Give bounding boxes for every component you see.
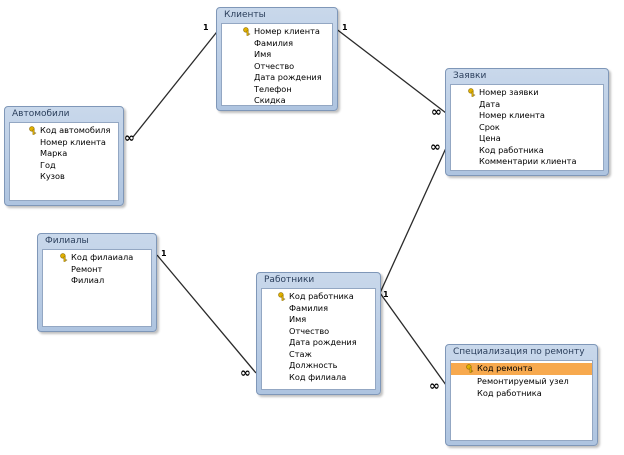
field-item[interactable]: Ремонт — [71, 263, 103, 274]
field-item[interactable]: Срок — [479, 121, 500, 132]
card-many-clients-cars: ∞ — [124, 131, 135, 146]
field-list: Код работника Фамилия Имя Отчество Дата … — [261, 288, 376, 390]
field-item[interactable]: Код филиала — [289, 371, 347, 382]
rel-branches-workers — [156, 254, 257, 374]
field-item[interactable]: Скидка — [254, 95, 286, 105]
field-item[interactable]: Номер клиента — [479, 110, 545, 120]
field-item[interactable]: Код работника — [479, 144, 544, 155]
field-label: Код филаиала — [71, 252, 134, 262]
field-item[interactable]: Цена — [479, 133, 501, 143]
field-list: Номер клиента Фамилия Имя Отчество Дата … — [221, 23, 333, 106]
field-primary-key[interactable]: Код автомобиля — [29, 125, 111, 137]
field-label: Код работника — [289, 291, 354, 301]
field-item[interactable]: Отчество — [254, 60, 295, 71]
table-specialization[interactable]: Специализация по ремонту Код ремонта Рем… — [445, 344, 598, 446]
field-item[interactable]: Год — [40, 159, 56, 170]
field-item[interactable]: Номер клиента — [40, 136, 106, 147]
card-many-workers-orders: ∞ — [430, 140, 441, 155]
field-label: Код ремонта — [477, 363, 533, 373]
field-item[interactable]: Дата рождения — [254, 72, 322, 82]
field-primary-key-selected[interactable]: Код ремонта — [451, 363, 592, 375]
table-title: Автомобили — [12, 109, 70, 119]
field-item[interactable]: Филиал — [71, 275, 105, 285]
field-list: Код автомобиля Номер клиента Марка Год К… — [9, 122, 119, 201]
table-title: Заявки — [453, 71, 487, 81]
field-primary-key[interactable]: Номер клиента — [243, 26, 320, 38]
field-item[interactable]: Имя — [289, 314, 307, 324]
card-one-clients-cars: 1 — [203, 23, 209, 32]
field-item[interactable]: Дата рождения — [289, 337, 357, 347]
field-item[interactable]: Кузов — [40, 171, 65, 181]
field-item[interactable]: Код работника — [477, 388, 542, 398]
key-icon — [278, 292, 286, 301]
card-many-clients-orders: ∞ — [431, 105, 442, 120]
table-title: Работники — [264, 275, 315, 285]
field-label: Номер клиента — [254, 26, 320, 36]
field-list: Код филаиала Ремонт Филиал — [42, 249, 152, 327]
table-clients[interactable]: Клиенты Номер клиента Фамилия Имя Отчест… — [216, 7, 338, 111]
card-one-clients-orders: 1 — [342, 23, 348, 32]
field-item[interactable]: Фамилия — [254, 37, 294, 48]
field-list: Номер заявки Дата Номер клиента Срок Цен… — [450, 84, 604, 171]
field-item[interactable]: Телефон — [254, 83, 292, 94]
table-title: Специализация по ремонту — [453, 347, 585, 357]
field-primary-key[interactable]: Код работника — [278, 291, 354, 303]
rel-clients-cars — [132, 27, 221, 138]
field-label: Код автомобиля — [40, 125, 111, 135]
field-item[interactable]: Стаж — [289, 348, 312, 359]
key-icon — [29, 126, 37, 135]
field-item[interactable]: Фамилия — [289, 302, 329, 313]
key-icon — [243, 27, 251, 36]
card-many-branches-workers: ∞ — [240, 366, 251, 381]
rel-clients-orders — [334, 27, 447, 114]
field-item[interactable]: Ремонтируемый узел — [477, 376, 569, 386]
table-title: Клиенты — [224, 10, 266, 20]
rel-workers-orders — [379, 147, 447, 294]
table-orders[interactable]: Заявки Номер заявки Дата Номер клиента С… — [445, 68, 609, 176]
field-label: Номер заявки — [479, 87, 539, 97]
field-item[interactable]: Должность — [289, 360, 338, 370]
key-icon — [466, 364, 474, 373]
field-item[interactable]: Комментарии клиента — [479, 156, 577, 166]
field-item[interactable]: Марка — [40, 148, 68, 158]
table-workers[interactable]: Работники Код работника Фамилия Имя Отче… — [256, 272, 381, 395]
rel-workers-specialization — [379, 292, 447, 386]
card-many-workers-specialization: ∞ — [429, 379, 440, 394]
table-title: Филиалы — [45, 236, 89, 246]
field-primary-key[interactable]: Номер заявки — [468, 87, 539, 99]
key-icon — [60, 253, 68, 262]
key-icon — [468, 88, 476, 97]
field-item[interactable]: Имя — [254, 49, 272, 59]
field-primary-key[interactable]: Код филаиала — [60, 252, 134, 264]
field-list: Код ремонта Ремонтируемый узел Код работ… — [450, 360, 593, 441]
card-one-branches-workers: 1 — [161, 249, 167, 258]
card-one-workers: 1 — [383, 290, 389, 299]
field-item[interactable]: Дата — [479, 98, 501, 109]
field-item[interactable]: Отчество — [289, 325, 330, 336]
table-branches[interactable]: Филиалы Код филаиала Ремонт Филиал — [37, 233, 157, 332]
table-cars[interactable]: Автомобили Код автомобиля Номер клиента … — [4, 106, 124, 206]
